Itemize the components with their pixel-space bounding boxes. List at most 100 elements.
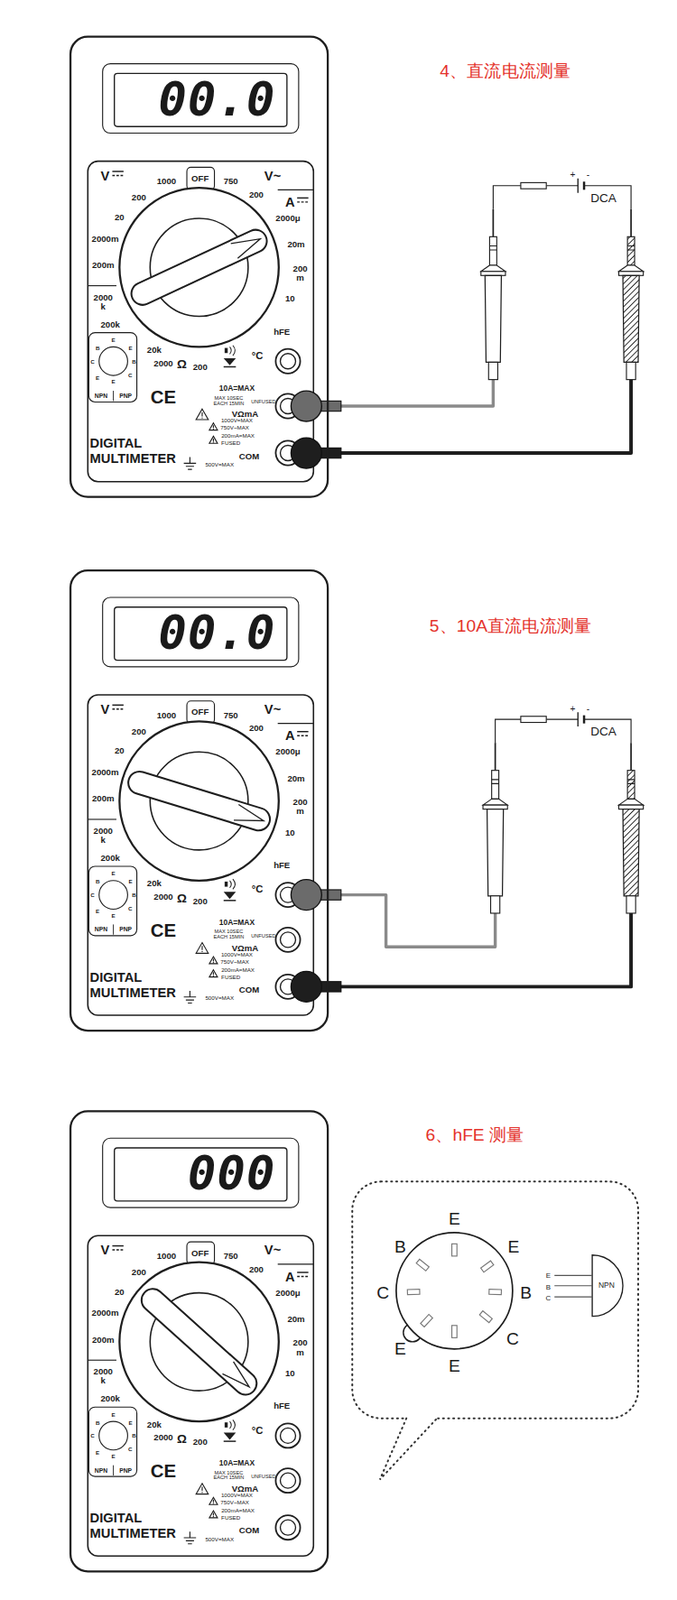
socket-pin-label: B bbox=[131, 359, 137, 365]
face-plate bbox=[87, 161, 314, 483]
warning-mark bbox=[201, 945, 203, 950]
mode-label: V~ bbox=[264, 168, 281, 183]
range-label: 200 bbox=[249, 724, 264, 734]
mode-label: V~ bbox=[264, 702, 281, 716]
probe-shaft bbox=[627, 770, 635, 800]
range-label: 200 bbox=[249, 190, 264, 200]
warning-mark bbox=[213, 438, 214, 442]
section-line bbox=[278, 723, 315, 724]
circuit-wire bbox=[495, 719, 631, 743]
probe-guard bbox=[619, 271, 644, 277]
range-label: 200m bbox=[92, 1335, 115, 1345]
warning-text: 200mA=MAX bbox=[221, 967, 255, 974]
warning-text: UNFUSED bbox=[250, 933, 276, 939]
socket-pin-label: C bbox=[90, 892, 95, 899]
jack-label: VΩmA bbox=[231, 409, 260, 419]
range-label: 200 bbox=[131, 194, 147, 204]
warning-text: MAX 10SEC EACH 15MIN bbox=[212, 1470, 245, 1482]
range-label: 2000 k bbox=[91, 293, 116, 312]
switch-label: OFF bbox=[191, 174, 209, 184]
socket-pin-label: E bbox=[111, 1455, 115, 1461]
battery-symbol bbox=[577, 712, 579, 727]
unit-label: Ω bbox=[176, 891, 187, 905]
jack-label: COM bbox=[239, 452, 260, 462]
warning-mark bbox=[201, 417, 203, 418]
face-plate bbox=[87, 1235, 314, 1557]
knob-pointer bbox=[233, 805, 267, 830]
warning-triangle bbox=[209, 1497, 218, 1505]
range-label: 200 bbox=[193, 1437, 208, 1447]
transistor-body bbox=[592, 1255, 623, 1317]
warning-text: 200mA=MAX bbox=[221, 434, 255, 440]
warning-text: 500V=MAX bbox=[204, 1537, 234, 1543]
transistor-lead bbox=[554, 1275, 593, 1298]
hfe-socket-large bbox=[396, 1233, 513, 1350]
dc-symbol bbox=[111, 1245, 123, 1247]
probe-handle bbox=[622, 275, 640, 362]
mode-label: °C bbox=[251, 1426, 264, 1437]
socket-pin-label: E bbox=[129, 345, 133, 352]
socket-pin-label: C bbox=[128, 372, 133, 379]
range-label: 1000 bbox=[157, 1251, 177, 1262]
input-jack bbox=[280, 1473, 297, 1489]
range-label: 10 bbox=[285, 294, 296, 304]
warning-text: 750V~MAX bbox=[220, 1500, 250, 1506]
probe-guard bbox=[619, 265, 644, 272]
range-label: 20m bbox=[287, 774, 305, 784]
range-label: 10 bbox=[285, 828, 296, 838]
warning-text: UNFUSED bbox=[250, 399, 276, 406]
socket-slot bbox=[452, 1326, 458, 1339]
warning-text: 1000V=MAX bbox=[221, 952, 253, 958]
warning-mark bbox=[213, 959, 214, 963]
section-title: 6、hFE 测量 bbox=[426, 1126, 525, 1144]
range-label: 200 m bbox=[290, 1339, 309, 1358]
dc-symbol bbox=[111, 170, 123, 172]
mode-label: V bbox=[101, 1243, 111, 1258]
face-plate bbox=[87, 695, 314, 1016]
socket-pin-label: E bbox=[111, 914, 115, 920]
socket-slot bbox=[452, 1243, 458, 1257]
resistor-symbol bbox=[520, 182, 547, 189]
probe-ring bbox=[627, 245, 635, 251]
brand-text: DIGITAL MULTIMETER bbox=[90, 436, 193, 466]
probe-shaft bbox=[627, 236, 635, 266]
warning-text: 200mA=MAX bbox=[221, 1508, 255, 1514]
black-probe bbox=[619, 209, 644, 381]
mode-label: hFE bbox=[273, 1401, 290, 1411]
ce-mark: CE bbox=[150, 1462, 177, 1481]
socket-pin-label: E bbox=[129, 879, 133, 885]
multimeter-drawing bbox=[87, 1148, 314, 1557]
warning-mark bbox=[213, 972, 214, 975]
input-jack bbox=[275, 927, 300, 953]
pin-label: E bbox=[394, 1340, 407, 1358]
pin-label: B bbox=[394, 1238, 407, 1256]
probe-tail bbox=[626, 896, 636, 914]
source-label: DCA bbox=[590, 725, 617, 739]
battery-symbol bbox=[577, 178, 579, 194]
range-label: 10 bbox=[285, 1369, 296, 1379]
jack-label: VΩmA bbox=[231, 944, 260, 954]
section-line bbox=[87, 818, 117, 820]
socket-pin-label: B bbox=[95, 879, 101, 885]
range-label: 1000 bbox=[157, 711, 177, 721]
range-label: 20 bbox=[114, 1288, 125, 1298]
dc-symbol bbox=[296, 1271, 308, 1273]
ground-symbol bbox=[184, 991, 197, 1004]
warning-text: 10A=MAX bbox=[219, 918, 255, 927]
input-jack bbox=[275, 1468, 300, 1494]
knob-body bbox=[128, 226, 271, 309]
lcd-reading: 00.0 bbox=[158, 74, 277, 122]
range-label: 200 bbox=[131, 1268, 147, 1278]
buzzer-symbol bbox=[230, 345, 236, 356]
lcd-frame bbox=[114, 73, 288, 127]
lead-label: B bbox=[546, 1283, 551, 1291]
diode-symbol bbox=[223, 366, 237, 368]
section-title: 5、10A直流电流测量 bbox=[429, 618, 593, 636]
warning-mark bbox=[213, 441, 214, 443]
knob-body bbox=[137, 1284, 262, 1400]
battery-symbol bbox=[583, 715, 585, 724]
range-label: 2000 bbox=[153, 892, 173, 902]
socket-divider bbox=[112, 924, 114, 935]
